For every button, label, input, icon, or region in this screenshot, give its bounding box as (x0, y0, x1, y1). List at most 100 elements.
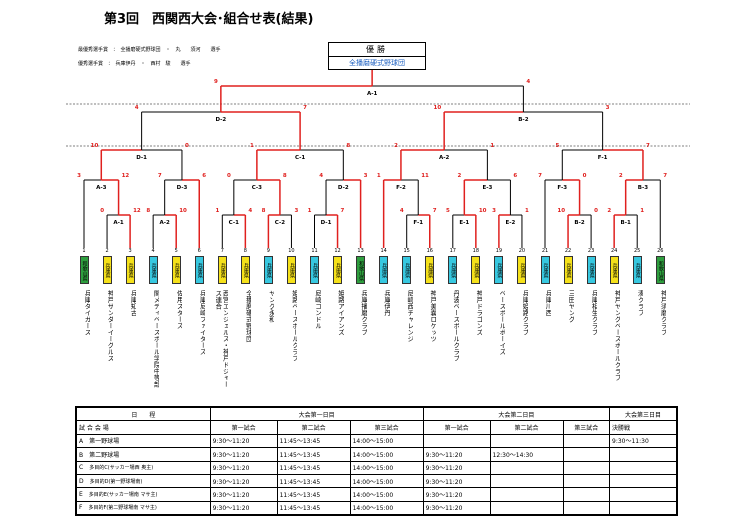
team-name: 全播磨硬式野球団 (244, 290, 252, 342)
team-name: 尼崎西チャレンジ (405, 290, 413, 342)
prefecture-badge: 兵庫県 (171, 256, 181, 284)
time-cell (562, 473, 611, 489)
team-number: 10 (288, 248, 295, 254)
match-code: F-1 (413, 220, 423, 226)
team-name: 神戸ドラゴンズ (474, 290, 482, 336)
schedule-table: 日 程 大会第一日目 大会第二日目 大会第三日目 試 合 会 場 第一試合 第二… (75, 406, 678, 516)
team-name: 尼崎コンドル (313, 290, 321, 329)
time-cell: 12:30～14:30 (489, 447, 564, 462)
prefecture-badge: 兵庫県 (217, 256, 227, 284)
prefecture-badge: 兵庫県 (609, 256, 619, 284)
match-score: 4 (400, 208, 404, 214)
team-name: 神戸須磨クラブ (659, 290, 667, 336)
match-code: D-1 (321, 220, 332, 226)
time-cell: 14:00～15:00 (349, 433, 424, 449)
match-score: 8 (346, 143, 350, 149)
venue-id: C (79, 464, 84, 472)
time-cell (562, 460, 611, 475)
prefecture-badge: 兵庫県 (448, 256, 458, 284)
venue-name: 多目的F(第二野球場南 マサ主) (88, 505, 157, 512)
match-score: 3 (77, 173, 81, 179)
match-score: 0 (100, 208, 104, 214)
match-score: 10 (434, 105, 442, 111)
prefecture-badge: 兵庫県 (632, 256, 642, 284)
venue-id: B (79, 451, 84, 459)
team-name: 姫路アイアンズ (336, 290, 344, 336)
venue-name: 多目的D(第一野球場南) (89, 478, 143, 485)
match-score: 3 (364, 173, 368, 179)
team-name: 湊クラブ (636, 290, 644, 316)
match-score: 7 (646, 143, 650, 149)
match-score: 6 (202, 173, 206, 179)
match-score: 6 (513, 173, 517, 179)
match-code: C-1 (295, 155, 305, 161)
match-code: D-2 (215, 117, 226, 123)
match-score: 10 (91, 143, 99, 149)
match-code: B-1 (621, 220, 631, 226)
match-score: 12 (133, 208, 141, 214)
team-name: 兵庫姫路クラブ (520, 290, 528, 336)
match-score: 8 (262, 208, 266, 214)
venue-id: A (79, 438, 84, 446)
time-cell: 14:00～15:00 (349, 473, 424, 489)
prefecture-badge: 兵庫県 (540, 256, 550, 284)
match-code: F-3 (557, 185, 567, 191)
team-name: 姫路ベースボールクラブ (290, 290, 298, 362)
team-name: 兵庫播磨クラブ (359, 290, 367, 336)
team-name: 関メディベースボール学院中等部 (152, 290, 160, 388)
team-name: 兵庫相生クラブ (590, 290, 598, 336)
prefecture-badge: 兵庫県 (125, 256, 135, 284)
team-number: 15 (403, 248, 410, 254)
team-number: 12 (334, 248, 341, 254)
team-number: 13 (357, 248, 364, 254)
prefecture-badge: 兵庫県 (333, 256, 343, 284)
team-number: 25 (634, 248, 641, 254)
time-cell: 14:00～15:00 (349, 500, 424, 516)
match-score: 0 (227, 173, 231, 179)
team-number: 8 (243, 248, 247, 254)
match-score: 4 (248, 208, 252, 214)
match-score: 4 (135, 105, 139, 111)
match-score: 2 (457, 173, 461, 179)
match-score: 10 (179, 208, 187, 214)
match-score: 7 (341, 208, 345, 214)
mvp-best: 最優秀選手賞 ： 全播磨硬式野球団 ・ 丸 須河 選手 (78, 47, 221, 53)
time-cell: 11:45～13:45 (276, 447, 351, 462)
match-score: 12 (122, 173, 130, 179)
match-code: F-2 (396, 185, 406, 191)
time-cell (562, 447, 611, 462)
final-header: 決勝戦 (609, 420, 677, 435)
match-score: 7 (158, 173, 162, 179)
match-code: A-3 (96, 185, 107, 191)
team-number: 16 (426, 248, 433, 254)
match-score: 3 (294, 208, 298, 214)
match-score: 4 (526, 79, 530, 85)
team-number: 7 (220, 248, 224, 254)
time-cell: 14:00～15:00 (349, 487, 424, 502)
time-cell: 9:30～11:20 (209, 447, 278, 462)
team-number: 2 (105, 248, 109, 254)
day2-label: 大会第二日目 (422, 406, 611, 422)
time-cell (609, 473, 677, 489)
team-name: 兵庫知古 (129, 290, 137, 316)
match-code: B-2 (518, 117, 528, 123)
time-cell: 9:30～11:20 (422, 473, 491, 489)
team-number: 3 (128, 248, 132, 254)
match-score: 7 (538, 173, 542, 179)
team-number: 14 (380, 248, 387, 254)
match-score: 1 (490, 143, 494, 149)
time-cell: 9:30～11:20 (209, 433, 278, 449)
match-code: F-1 (598, 155, 608, 161)
prefecture-badge: 和歌山県 (655, 256, 665, 284)
team-number: 19 (495, 248, 503, 254)
match-score: 9 (214, 79, 218, 85)
team-name: 兵庫尼崎ファイターズ (198, 290, 206, 355)
team-number: 4 (151, 248, 155, 254)
